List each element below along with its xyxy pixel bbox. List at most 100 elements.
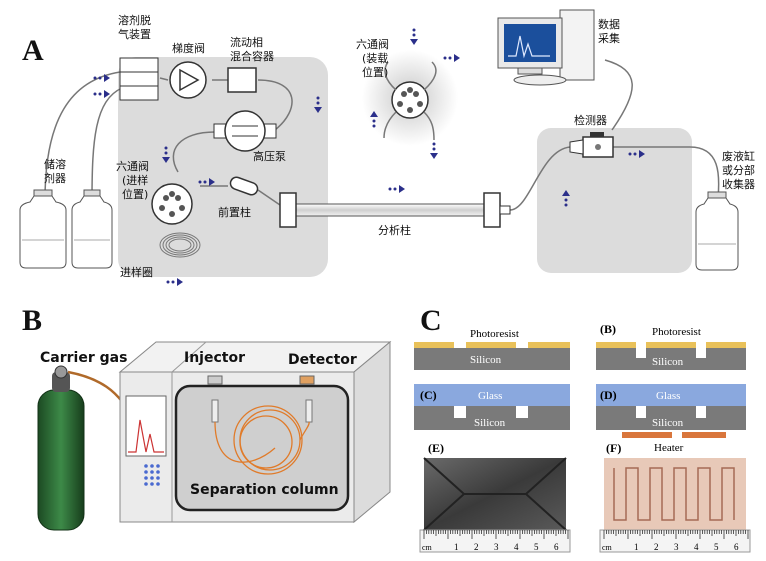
carrier-gas-label: Carrier gas bbox=[40, 350, 127, 366]
panel-a: A 溶剂脱 气装置 bbox=[19, 9, 755, 286]
ruler-tick-f: 4 bbox=[694, 542, 699, 552]
ruler-tick-f: 6 bbox=[734, 542, 739, 552]
panel-label-c: C bbox=[420, 304, 442, 337]
ruler-unit-e: cm bbox=[422, 543, 433, 552]
gradient-valve: 梯度阀 bbox=[169, 41, 207, 99]
flow-arrow-down bbox=[410, 28, 418, 45]
step-d: (D) Glass Silicon Heater bbox=[596, 384, 746, 454]
flow-arrow-right bbox=[198, 178, 215, 186]
glass-label-d: Glass bbox=[656, 390, 680, 402]
gc-detector-label: Detector bbox=[288, 352, 357, 368]
gradient-valve-label: 梯度阀 bbox=[172, 41, 205, 55]
gas-cylinder: Carrier gas bbox=[37, 350, 127, 531]
flow-arrow-right bbox=[93, 90, 110, 98]
silicon-label-d: Silicon bbox=[652, 417, 684, 429]
ruler-tick-e: 1 bbox=[454, 542, 459, 552]
separation-column-label: Separation column bbox=[190, 482, 339, 498]
load-valve-label-2: (装载 bbox=[362, 52, 388, 65]
heater-label: Heater bbox=[654, 442, 684, 454]
inject-valve-label-1: 六通阀 bbox=[116, 159, 149, 173]
column-label: 分析柱 bbox=[378, 223, 411, 237]
panel-c: C Photoresist Silicon (B) Photoresist Si… bbox=[414, 304, 751, 553]
six-port-valve-load: 六通阀 (装载 位置) bbox=[356, 37, 437, 141]
ruler-tick-f: 1 bbox=[634, 542, 639, 552]
data-label-1: 数据 bbox=[598, 17, 620, 31]
ruler-unit-f: cm bbox=[602, 543, 613, 552]
step-label-e: (E) bbox=[428, 441, 444, 455]
inject-valve-label-2: (进样 bbox=[122, 173, 148, 187]
ruler-tick-e: 3 bbox=[494, 542, 499, 552]
flow-arrow-down bbox=[314, 96, 322, 113]
step-label-b: (B) bbox=[600, 322, 616, 336]
panel-b: B Carrier gas bbox=[22, 304, 392, 531]
step-label-d: (D) bbox=[600, 388, 617, 402]
step-c: (C) Glass Silicon bbox=[414, 384, 570, 430]
loop-label: 进样圈 bbox=[120, 265, 153, 279]
flow-arrows bbox=[93, 28, 645, 286]
ruler-tick-e: 4 bbox=[514, 542, 519, 552]
precolumn: 前置柱 bbox=[218, 176, 259, 219]
reservoir-label-1: 储溶 bbox=[44, 157, 66, 171]
flow-arrow-right bbox=[443, 54, 460, 62]
silicon-label-c: Silicon bbox=[474, 417, 506, 429]
detector-label: 检测器 bbox=[574, 113, 607, 127]
heater-photo-f: (F) bbox=[604, 441, 746, 530]
panel-label-b: B bbox=[22, 304, 42, 337]
step-label-c: (C) bbox=[420, 388, 437, 402]
tubing bbox=[44, 59, 720, 211]
ruler-tick-e: 6 bbox=[554, 542, 559, 552]
flow-arrow-right bbox=[93, 74, 110, 82]
ruler-tick-e: 5 bbox=[534, 542, 539, 552]
pump-label: 高压泵 bbox=[253, 149, 286, 163]
flow-arrow-right bbox=[628, 150, 645, 158]
inject-valve-label-3: 位置) bbox=[122, 187, 148, 201]
flow-arrow-down bbox=[430, 142, 438, 159]
data-label-2: 采集 bbox=[598, 31, 620, 45]
ruler-tick-f: 2 bbox=[654, 542, 659, 552]
load-valve-label-3: 位置) bbox=[362, 65, 388, 79]
detector-region bbox=[537, 128, 692, 273]
gc-instrument: Injector Detector Separation column bbox=[118, 340, 392, 524]
panel-label-a: A bbox=[22, 34, 44, 67]
step-b: (B) Photoresist Silicon bbox=[596, 322, 746, 370]
ruler-e: cm 1 2 3 4 5 6 bbox=[419, 529, 571, 553]
precolumn-label: 前置柱 bbox=[218, 205, 251, 219]
silicon-label-a: Silicon bbox=[470, 354, 502, 366]
flow-arrow-down bbox=[162, 146, 170, 163]
flow-arrow-up bbox=[370, 111, 378, 128]
ruler-tick-e: 2 bbox=[474, 542, 479, 552]
high-pressure-pump: 高压泵 bbox=[213, 110, 286, 163]
solvent-bottles: 储溶 剂器 bbox=[19, 157, 113, 269]
ruler-f: cm 1 2 3 4 5 6 bbox=[599, 529, 751, 553]
sample-loop: 进样圈 bbox=[120, 232, 201, 279]
load-valve-label-1: 六通阀 bbox=[356, 37, 389, 51]
mixer-label-2: 混合容器 bbox=[230, 49, 274, 63]
silicon-label-b: Silicon bbox=[652, 356, 684, 368]
computer-icon: 数据 采集 bbox=[497, 9, 620, 86]
glass-label-c: Glass bbox=[478, 390, 502, 402]
chip-photo-e: (E) bbox=[423, 441, 567, 531]
step-a: Photoresist Silicon bbox=[414, 328, 570, 370]
ruler-tick-f: 5 bbox=[714, 542, 719, 552]
flow-arrow-right bbox=[166, 278, 183, 286]
detector: 检测器 bbox=[569, 113, 614, 158]
photoresist-label-b: Photoresist bbox=[652, 326, 701, 338]
degasser-label-2: 气装置 bbox=[118, 27, 151, 41]
waste-label-3: 收集器 bbox=[722, 177, 755, 191]
reservoir-label-2: 剂器 bbox=[44, 171, 66, 185]
mixer-label-1: 流动相 bbox=[230, 35, 263, 49]
analytical-column: 分析柱 bbox=[279, 192, 511, 237]
flow-arrow-up bbox=[562, 190, 570, 207]
degasser: 溶剂脱 气装置 bbox=[118, 13, 159, 101]
waste-label-2: 或分部 bbox=[722, 163, 755, 177]
mixer: 流动相 混合容器 bbox=[227, 35, 274, 93]
waste-label-1: 废液缸 bbox=[722, 149, 755, 163]
six-port-valve-inject: 六通阀 (进样 位置) bbox=[116, 159, 193, 225]
injector-label: Injector bbox=[184, 350, 245, 366]
flow-arrow-right bbox=[388, 185, 405, 193]
waste-bottle: 废液缸 或分部 收集器 bbox=[695, 149, 755, 271]
degasser-label-1: 溶剂脱 bbox=[118, 13, 151, 27]
step-label-f: (F) bbox=[606, 441, 621, 455]
ruler-tick-f: 3 bbox=[674, 542, 679, 552]
